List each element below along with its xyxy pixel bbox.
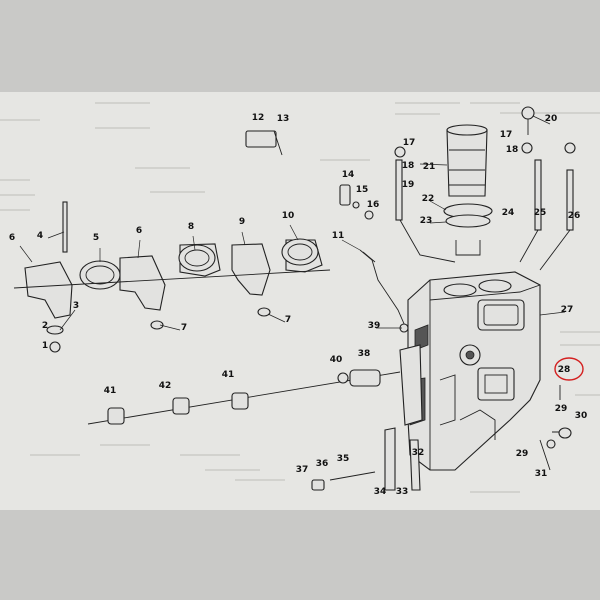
part-label-19: 19 <box>402 180 415 190</box>
part-label-34: 34 <box>374 487 387 497</box>
part-label-7: 7 <box>181 323 187 333</box>
part-label-14: 14 <box>342 170 355 180</box>
part-label-16: 16 <box>367 200 380 210</box>
part-label-26: 26 <box>568 211 581 221</box>
part-label-4: 4 <box>37 231 43 241</box>
part-label-21: 21 <box>423 162 436 172</box>
part-label-25: 25 <box>534 208 547 218</box>
part-label-9: 9 <box>239 217 245 227</box>
part-label-8: 8 <box>188 222 194 232</box>
part-label-6: 6 <box>9 233 15 243</box>
part-label-39: 39 <box>368 321 381 331</box>
part-label-2: 2 <box>42 321 48 331</box>
highlight-circle <box>554 357 584 381</box>
part-label-41: 41 <box>104 386 117 396</box>
part-label-42: 42 <box>159 381 172 391</box>
part-label-5: 5 <box>93 233 99 243</box>
part-label-31: 31 <box>535 469 548 479</box>
part-label-18: 18 <box>402 161 415 171</box>
part-label-22: 22 <box>422 194 435 204</box>
faded-background-text <box>0 102 600 493</box>
part-label-18b: 18 <box>506 145 519 155</box>
part-label-1: 1 <box>42 341 48 351</box>
leader-lines <box>19 115 566 331</box>
part-label-20: 20 <box>545 114 558 124</box>
part-label-30: 30 <box>575 411 588 421</box>
part-label-27: 27 <box>561 305 574 315</box>
small-hardware <box>46 130 572 471</box>
part-label-10: 10 <box>282 211 295 221</box>
part-label-40: 40 <box>330 355 343 365</box>
part-label-28: 28 <box>558 365 571 375</box>
part-label-13: 13 <box>277 114 290 124</box>
part-label-12: 12 <box>252 113 265 123</box>
part-label-11: 11 <box>332 231 345 241</box>
part-label-15: 15 <box>356 185 369 195</box>
part-label-29b: 29 <box>516 449 529 459</box>
part-label-35: 35 <box>337 454 350 464</box>
part-label-38: 38 <box>358 349 371 359</box>
part-label-29: 29 <box>555 404 568 414</box>
part-label-3: 3 <box>73 301 79 311</box>
studs <box>62 106 576 271</box>
part-label-7b: 7 <box>285 315 291 325</box>
cylinder-liner-assembly <box>443 124 493 256</box>
camshaft-bushings <box>87 371 401 425</box>
part-label-32: 32 <box>412 448 425 458</box>
part-label-17: 17 <box>403 138 416 148</box>
part-label-33: 33 <box>396 487 409 497</box>
part-label-36: 36 <box>316 459 329 469</box>
part-label-24: 24 <box>502 208 515 218</box>
part-label-37: 37 <box>296 465 309 475</box>
bearing-shells <box>79 238 319 290</box>
cylinder-block <box>407 271 541 471</box>
front-cover-parts <box>311 344 423 491</box>
part-label-6b: 6 <box>136 226 142 236</box>
part-label-41b: 41 <box>222 370 235 380</box>
oil-pipe <box>359 249 409 333</box>
part-label-17b: 17 <box>500 130 513 140</box>
crankshaft-axis <box>13 269 331 289</box>
part-label-23: 23 <box>420 216 433 226</box>
